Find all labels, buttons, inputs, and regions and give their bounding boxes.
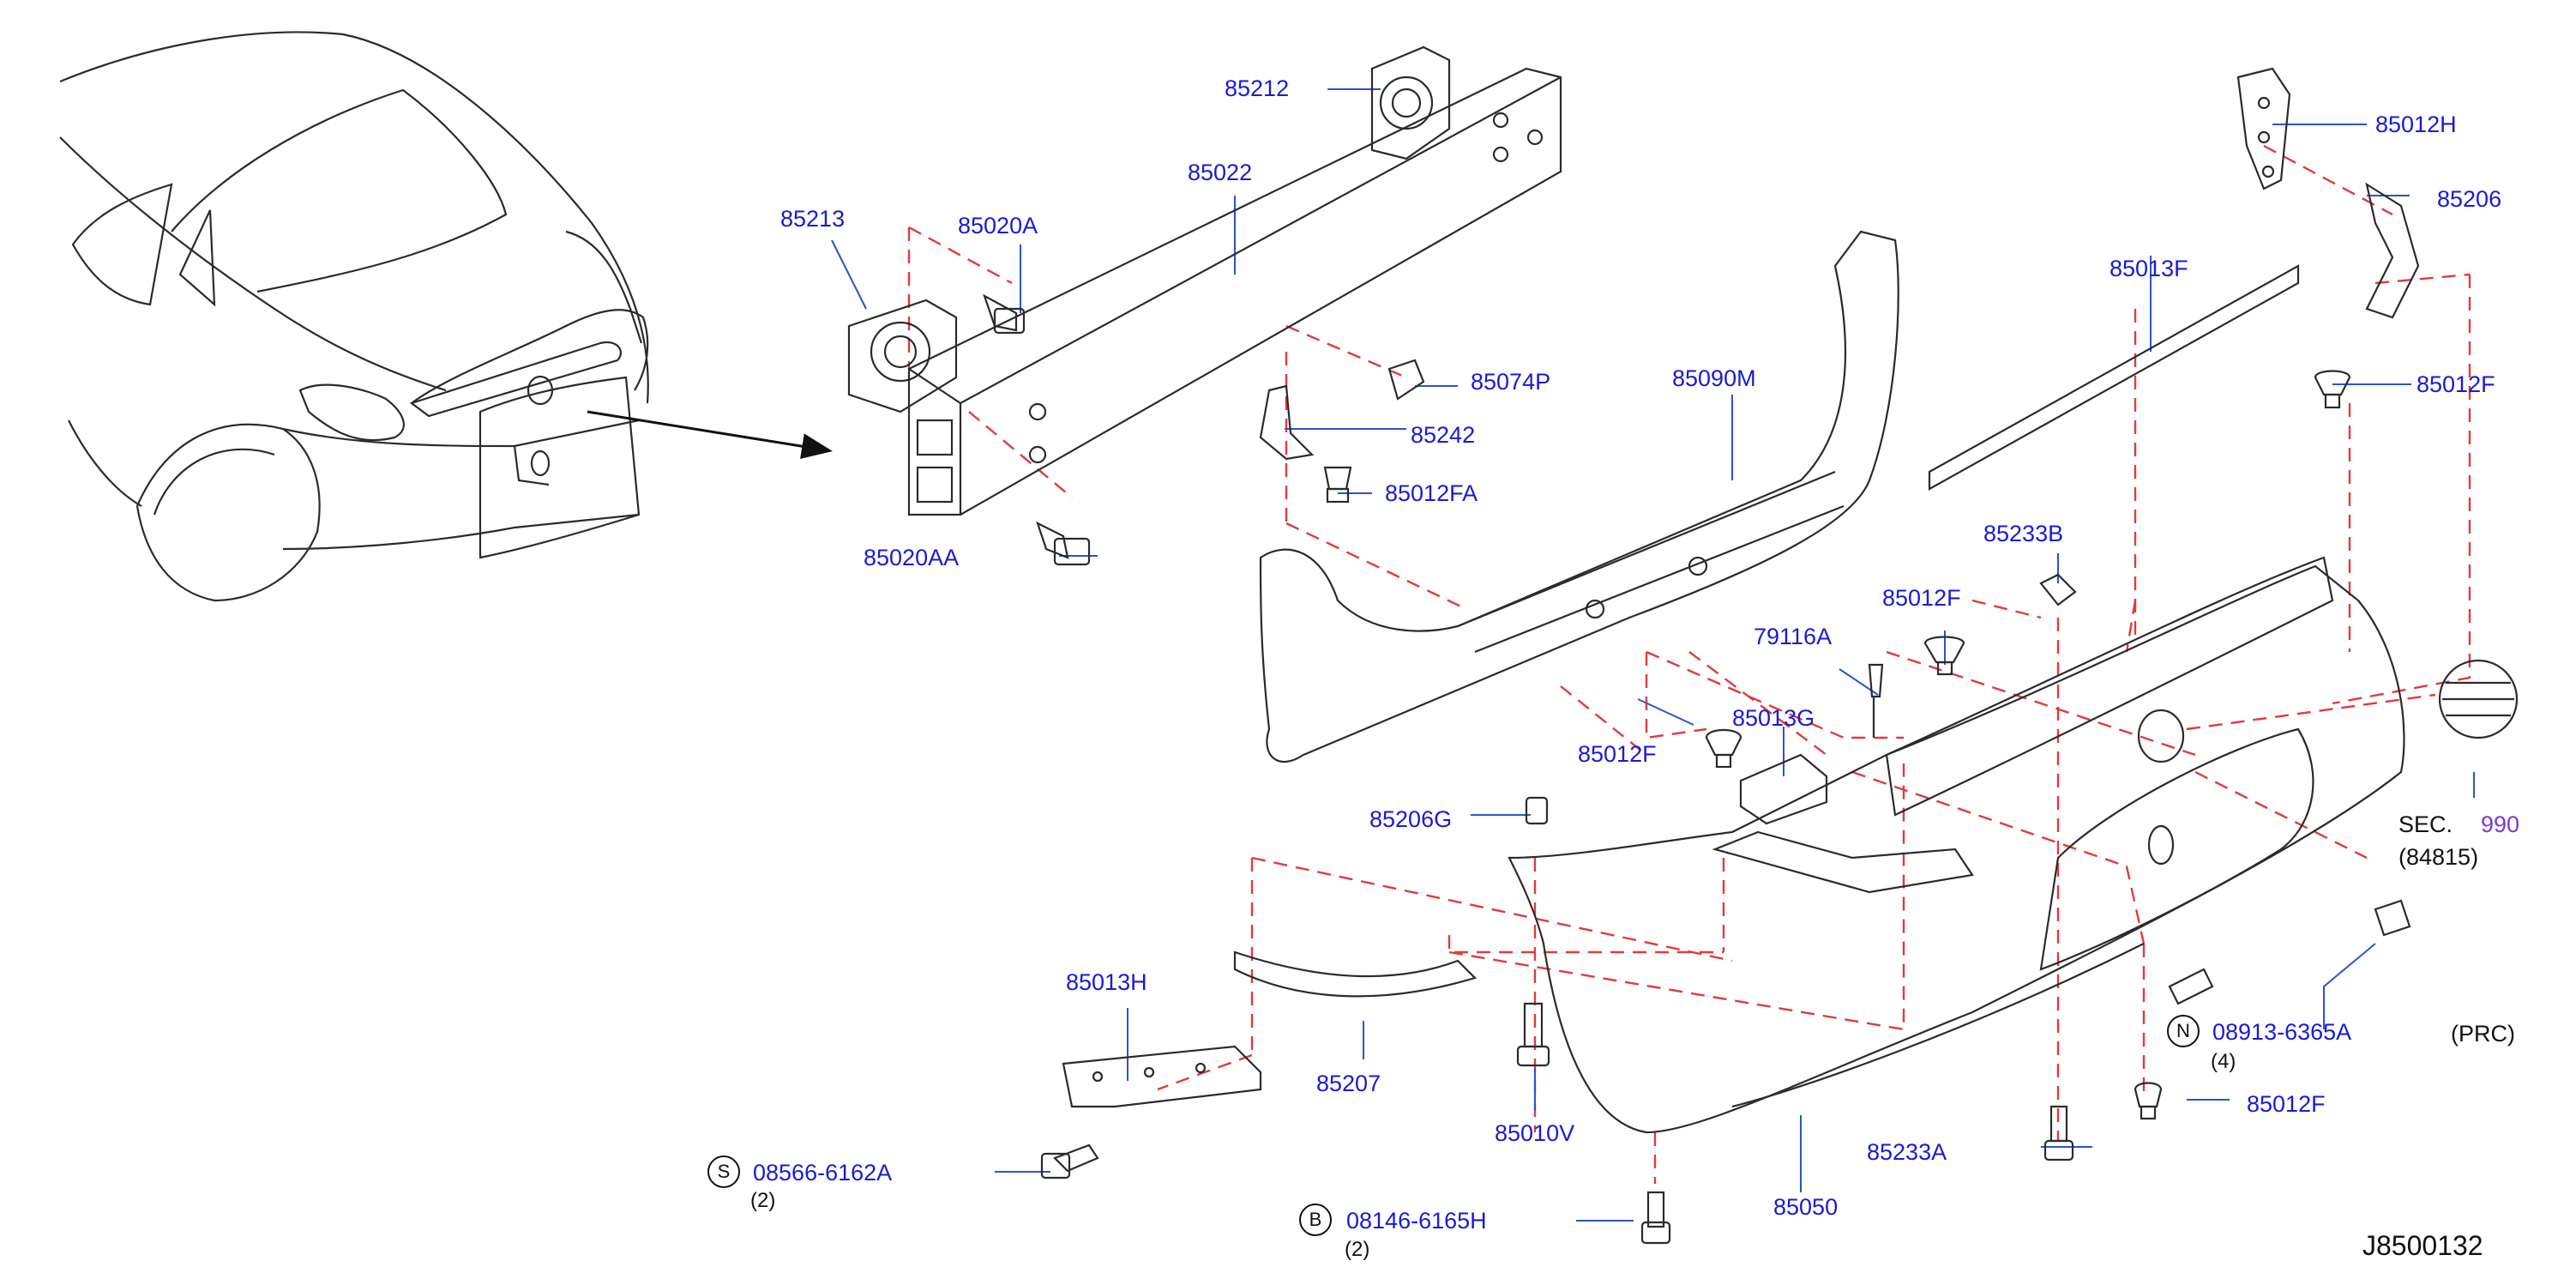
label-leader-lines: [831, 88, 2475, 1222]
part-label-85206G[interactable]: 85206G: [1369, 806, 1453, 832]
fastener-label-08913-6365A[interactable]: 08913-6365A: [2212, 1019, 2352, 1045]
part-label-85020A[interactable]: 85020A: [958, 213, 1038, 238]
section-sub-number: (84815): [2398, 844, 2479, 870]
badge-n: N: [2167, 1015, 2200, 1047]
part-label-85022[interactable]: 85022: [1188, 160, 1253, 185]
badge-s: S: [707, 1155, 740, 1188]
part-label-85213[interactable]: 85213: [780, 206, 846, 232]
diagram-id: J8500132: [2362, 1230, 2483, 1261]
part-label-85206[interactable]: 85206: [2437, 186, 2502, 212]
part-label-85233A[interactable]: 85233A: [1867, 1139, 1947, 1165]
part-label-85242[interactable]: 85242: [1411, 422, 1476, 448]
section-number-link[interactable]: 990: [2481, 811, 2520, 837]
vehicle-overview: [59, 31, 649, 602]
fastener-label-08146-6165H[interactable]: 08146-6165H: [1346, 1208, 1487, 1234]
part-label-85233B[interactable]: 85233B: [1983, 521, 2064, 546]
fastener-qty: (4): [2211, 1050, 2236, 1073]
part-drawings: [847, 45, 2519, 1245]
part-label-85012FA[interactable]: 85012FA: [1385, 480, 1478, 506]
part-label-85013G[interactable]: 85013G: [1732, 705, 1815, 731]
part-label-79116A[interactable]: 79116A: [1754, 624, 1833, 649]
part-label-85012F[interactable]: 85012F: [1578, 741, 1657, 767]
badge-b: B: [1299, 1204, 1332, 1236]
part-label-85212[interactable]: 85212: [1225, 75, 1290, 101]
part-label-85012F[interactable]: 85012F: [2417, 371, 2495, 397]
part-label-85012F[interactable]: 85012F: [2247, 1091, 2326, 1117]
part-label-85050[interactable]: 85050: [1773, 1194, 1839, 1220]
fastener-label-08566-6162A[interactable]: 08566-6162A: [753, 1160, 893, 1186]
part-label-85012F[interactable]: 85012F: [1882, 585, 1961, 611]
part-label-85013F[interactable]: 85013F: [2110, 256, 2188, 281]
part-label-85207[interactable]: 85207: [1316, 1071, 1381, 1096]
part-label-85090M[interactable]: 85090M: [1672, 365, 1756, 391]
fastener-qty: (2): [750, 1189, 776, 1212]
part-label-85074P[interactable]: 85074P: [1471, 369, 1551, 395]
fastener-qty: (2): [1345, 1238, 1370, 1261]
part-label-85010V[interactable]: 85010V: [1495, 1120, 1575, 1146]
pointer-arrow: [587, 410, 833, 460]
part-label-85020AA[interactable]: 85020AA: [864, 545, 960, 570]
part-label-85012H[interactable]: 85012H: [2375, 112, 2457, 137]
part-label-85013H[interactable]: 85013H: [1066, 969, 1147, 995]
market-note: (PRC): [2451, 1021, 2515, 1047]
section-label: SEC.: [2398, 811, 2453, 837]
